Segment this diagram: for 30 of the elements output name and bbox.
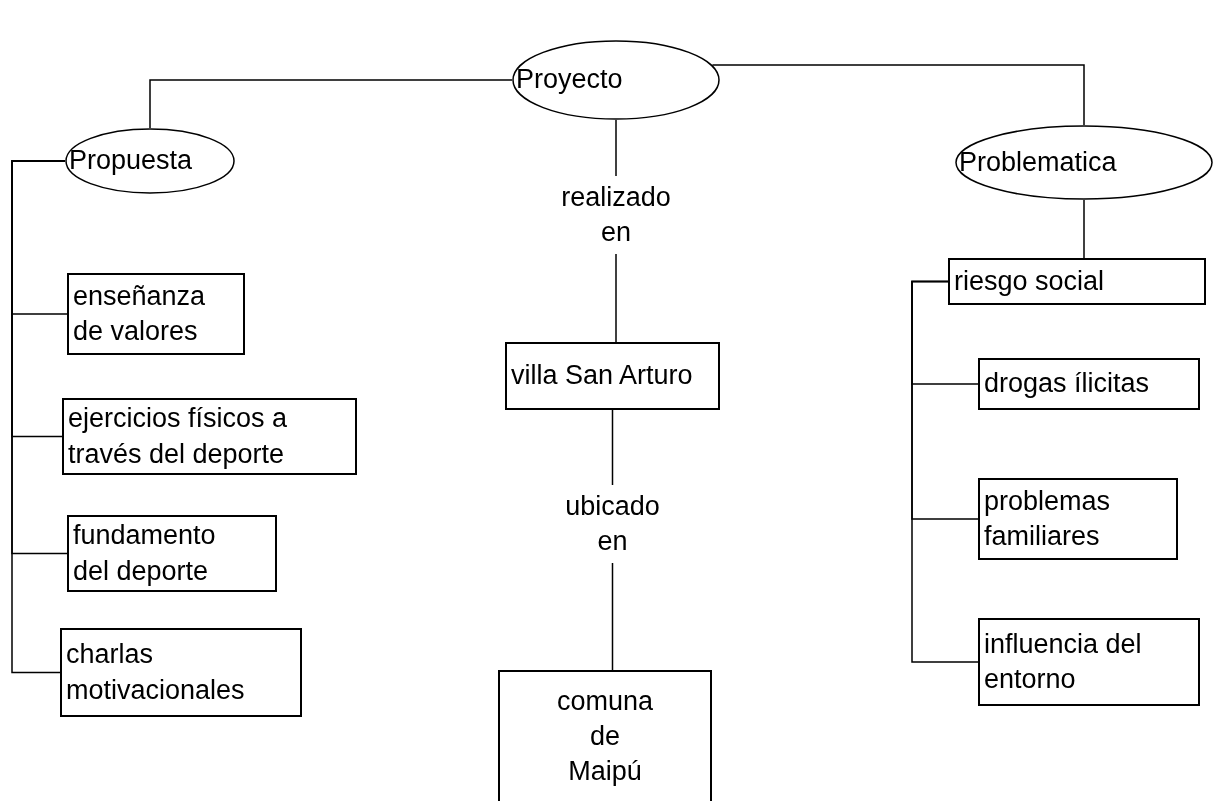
node-label: riesgo social xyxy=(953,264,1106,298)
node-label: Problematica xyxy=(958,145,1118,179)
node-label: influencia del entorno xyxy=(983,627,1143,696)
ellipse-node xyxy=(65,128,235,194)
node-label: villa San Arturo xyxy=(510,359,694,393)
process-box xyxy=(978,618,1200,706)
node-label: enseñanza de valores xyxy=(72,279,207,348)
node-label: Propuesta xyxy=(68,144,194,178)
process-box xyxy=(67,273,245,355)
process-box xyxy=(948,258,1206,305)
ellipse-node xyxy=(512,40,720,120)
node-label: fundamento del deporte xyxy=(72,519,217,588)
node-label: ejercicios físicos a través del deporte xyxy=(67,402,289,471)
process-box xyxy=(978,358,1200,410)
connector-line xyxy=(911,280,979,663)
node-label: charlas motivacionales xyxy=(65,638,246,707)
process-box xyxy=(978,478,1178,560)
connector-line xyxy=(1083,199,1085,259)
node-label: Proyecto xyxy=(515,63,624,97)
node-label: problemas familiares xyxy=(983,484,1112,553)
process-box xyxy=(60,628,302,717)
node-label: comuna de Maipú xyxy=(555,684,655,789)
ellipse-node xyxy=(955,125,1213,200)
process-box xyxy=(505,342,720,410)
connector-line xyxy=(711,64,1085,126)
process-box xyxy=(498,670,712,801)
node-label: drogas ílicitas xyxy=(983,367,1151,401)
process-box xyxy=(67,515,277,592)
connector-line xyxy=(149,79,513,129)
process-box xyxy=(62,398,357,475)
